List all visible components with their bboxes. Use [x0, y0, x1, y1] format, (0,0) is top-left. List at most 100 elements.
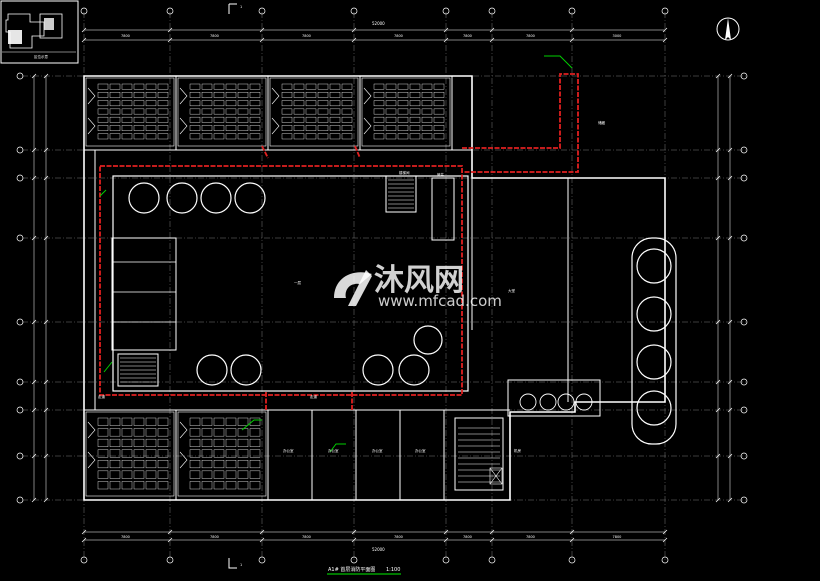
top-segment-dimension: 7800	[463, 34, 472, 38]
seat-block-frame	[85, 411, 175, 497]
desk	[97, 438, 109, 447]
small-round-table	[519, 393, 537, 411]
label-room-a: 办公室	[283, 448, 294, 453]
dimension-tick	[569, 37, 575, 43]
desk	[421, 100, 433, 107]
dimension-tick	[569, 27, 575, 33]
desk	[97, 481, 109, 490]
desk	[157, 125, 169, 131]
watermark-en: www.mfcad.com	[378, 292, 502, 310]
desk	[189, 438, 201, 447]
round-planters	[128, 182, 672, 426]
label-right-room: 储藏	[598, 120, 606, 125]
desk	[249, 481, 261, 490]
dimension-tick	[727, 497, 733, 503]
desk	[237, 92, 249, 98]
desk	[97, 417, 109, 426]
bottom-segment-dimension: 7800	[210, 535, 219, 539]
dimension-tick	[31, 319, 37, 325]
desk	[157, 481, 169, 490]
dimension-tick	[727, 235, 733, 241]
desk	[249, 92, 261, 98]
dimension-tick	[662, 27, 668, 33]
top-segment-dimension: 7800	[210, 34, 219, 38]
desk	[145, 438, 157, 447]
desk	[281, 108, 293, 115]
axis-bubble-top	[442, 7, 450, 15]
desk	[433, 125, 445, 131]
dimension-tick	[662, 529, 668, 535]
desk	[213, 428, 225, 437]
seat-block-frame	[269, 77, 359, 147]
desk	[109, 460, 121, 469]
desk	[201, 438, 213, 447]
top-segment-dimension: 3000	[613, 34, 622, 38]
desk	[133, 125, 145, 131]
dimension-tick	[715, 235, 721, 241]
desk	[329, 83, 341, 90]
desk	[293, 108, 305, 115]
dimension-tick	[43, 379, 49, 385]
desk	[145, 83, 157, 90]
dimension-tick	[31, 453, 37, 459]
north-arrow-icon	[716, 17, 740, 41]
label-room-b: 办公室	[328, 448, 339, 453]
drawing-title-block: A1# 首层消防平面图 1:100	[327, 566, 401, 575]
desk	[329, 92, 341, 98]
desk	[121, 92, 133, 98]
desk	[397, 83, 409, 90]
desk	[157, 83, 169, 90]
desk	[157, 108, 169, 115]
desk	[373, 108, 385, 115]
dimension-tick	[43, 147, 49, 153]
dimension-tick	[715, 407, 721, 413]
section-mark-bottom-label: 1	[240, 563, 242, 567]
desk	[225, 449, 237, 458]
dimension-tick	[31, 235, 37, 241]
desk	[317, 116, 329, 123]
desk	[145, 460, 157, 469]
bottom-segment-dimension: 7800	[526, 535, 535, 539]
desk	[317, 92, 329, 98]
planter-circle	[234, 182, 266, 214]
desk	[133, 83, 145, 90]
desk	[213, 92, 225, 98]
dimension-tick	[31, 147, 37, 153]
desk	[421, 125, 433, 131]
desk	[189, 428, 201, 437]
section-mark-top: 1	[228, 3, 242, 14]
desk	[121, 133, 133, 140]
desk	[249, 449, 261, 458]
axis-bubble-right	[740, 234, 748, 242]
desk	[133, 417, 145, 426]
desk	[409, 100, 421, 107]
desk	[97, 100, 109, 107]
desk	[409, 83, 421, 90]
desk	[225, 125, 237, 131]
desk	[109, 83, 121, 90]
desk	[189, 460, 201, 469]
dimension-tick	[489, 529, 495, 535]
desk	[109, 417, 121, 426]
desk	[109, 438, 121, 447]
desk	[145, 92, 157, 98]
desk	[189, 417, 201, 426]
desk	[121, 125, 133, 131]
desk	[385, 125, 397, 131]
desk	[421, 108, 433, 115]
desk	[133, 438, 145, 447]
axis-bubble-top	[80, 7, 88, 15]
planter-circle	[636, 344, 672, 380]
bottom-segment-dimension: 7800	[302, 535, 311, 539]
desk	[341, 92, 353, 98]
dimension-tick	[727, 175, 733, 181]
axis-bubble-bottom	[350, 556, 358, 564]
desk	[201, 428, 213, 437]
top-segment-dimension: 7800	[121, 34, 130, 38]
dimension-tick	[569, 537, 575, 543]
desk	[145, 481, 157, 490]
desk	[213, 481, 225, 490]
desk	[213, 470, 225, 479]
desk	[421, 83, 433, 90]
desk	[189, 92, 201, 98]
